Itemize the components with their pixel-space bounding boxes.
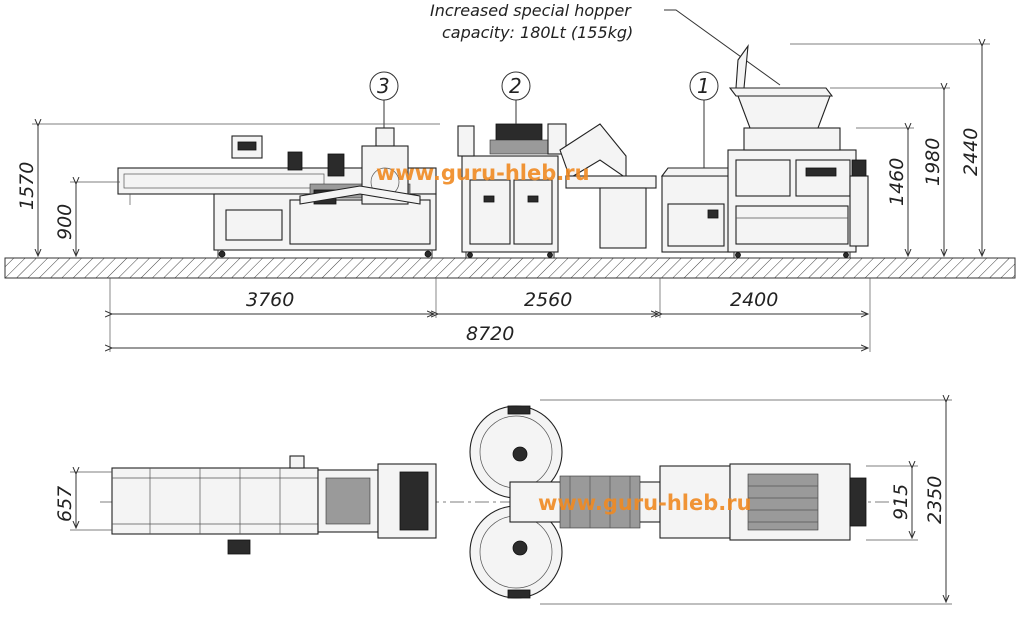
dim-left-table: 900: [54, 204, 76, 240]
section-2-plan: [469, 405, 661, 599]
dim-total-width: 2350: [924, 476, 946, 524]
dim-unit1-width: 915: [890, 484, 912, 520]
height-dims-left: 1570 900: [16, 124, 440, 256]
dim-section1-length: 2400: [730, 289, 778, 311]
section-3-plan: [111, 455, 437, 555]
dim-unit1-top: 2440: [960, 128, 982, 176]
dim-unit1-hopper: 1980: [922, 138, 944, 186]
floor-hatch: [4, 257, 1016, 279]
hopper-note-line2: capacity: 180Lt (155kg): [442, 23, 633, 42]
dim-unit1-body: 1460: [886, 158, 908, 206]
dim-total-length: 8720: [466, 323, 514, 345]
section-3-machine: [117, 127, 437, 258]
section-2-machine: [457, 123, 657, 258]
watermark-top-view: www.guru-hleb.ru: [538, 491, 752, 515]
side-view: 3 2 1 www.guru-hleb.ru 1570 900: [4, 44, 1016, 352]
dim-section2-length: 2560: [524, 289, 572, 311]
section-1-machine: [660, 44, 869, 258]
hopper-note-line1: Increased special hopper: [430, 1, 632, 20]
dim-left-total: 1570: [16, 162, 38, 210]
length-dims: 3760 2560 2400 8720: [110, 278, 871, 352]
watermark-side-view: www.guru-hleb.ru: [376, 161, 590, 185]
section-1-plan: [659, 463, 867, 541]
top-view: www.guru-hleb.ru 657 915 2350: [54, 400, 952, 605]
unit-number-2: 2: [509, 74, 522, 98]
hopper-callout: Increased special hopper capacity: 180Lt…: [430, 1, 781, 86]
dim-section3-length: 3760: [246, 289, 294, 311]
unit-number-balloons: 3 2 1: [369, 71, 719, 168]
unit-number-3: 3: [377, 74, 390, 98]
height-dims-right: 1460 1980 2440: [790, 44, 990, 256]
hopper-leader-line: [664, 9, 781, 86]
dim-conveyor-width: 657: [54, 486, 76, 522]
width-dims: 657 915 2350: [54, 400, 952, 605]
unit-number-1: 1: [697, 74, 710, 98]
